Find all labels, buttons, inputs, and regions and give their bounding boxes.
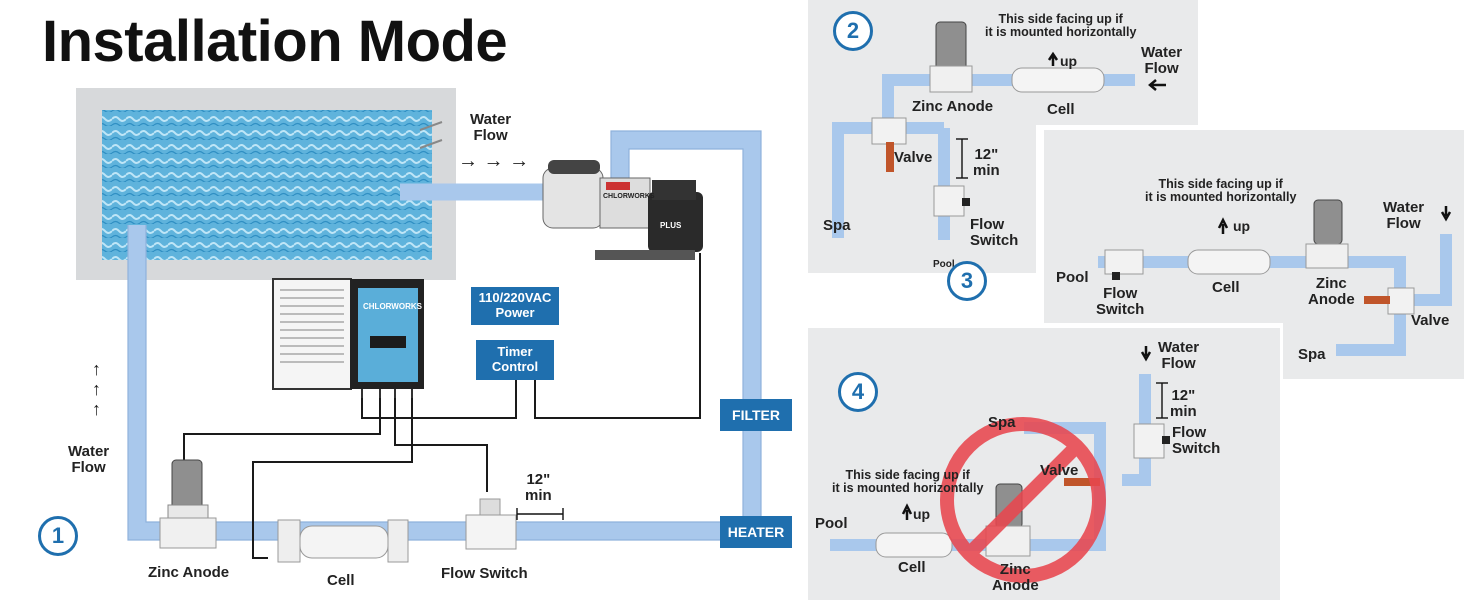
- power-box: 110/220VAC Power: [471, 287, 559, 325]
- panel2-min-spacing-label: 12" min: [973, 146, 1000, 179]
- panel3-up-label: up: [1233, 218, 1251, 234]
- panel4-pool-label: Pool: [815, 515, 848, 532]
- flow-switch-label-main: Flow Switch: [441, 565, 528, 582]
- water-flow-top-label: Water Flow: [470, 111, 512, 144]
- panel2-valve-label: Valve: [894, 149, 933, 166]
- panel2-water-flow-label: Water Flow: [1141, 44, 1183, 77]
- panel4-orientation-note: This side facing up if it is mounted hor…: [832, 468, 984, 496]
- min-spacing-label-main: 12" min: [525, 471, 552, 504]
- cell-label-main: Cell: [327, 572, 355, 589]
- panel3-flow-switch-label: Flow Switch: [1096, 285, 1145, 318]
- panel4-valve-label: Valve: [1040, 462, 1079, 479]
- panel2-zinc-anode-label: Zinc Anode: [912, 98, 994, 115]
- water-flow-left-label: Water Flow: [68, 443, 110, 476]
- step-4-badge: 4: [838, 372, 878, 412]
- panel3-components: [1104, 199, 1452, 315]
- water-flow-arrows-up: ↑ ↑ ↑: [92, 359, 101, 419]
- pump-image: [542, 160, 703, 260]
- panel-2: [808, 0, 1198, 125]
- min-dimension-main: [516, 508, 564, 520]
- pump-brand: CHLORWORKS: [603, 193, 655, 200]
- prohibited-sign: [940, 417, 1106, 583]
- wiring: [183, 253, 701, 559]
- panel4-cell-label: Cell: [898, 559, 926, 576]
- panel-2-lower: [808, 125, 1036, 273]
- panel3-orientation-note: This side facing up if it is mounted hor…: [1145, 177, 1297, 205]
- panel4-spa-label: Spa: [988, 414, 1016, 431]
- page-title: Installation Mode: [42, 9, 508, 74]
- panel-4-right: [1280, 379, 1464, 600]
- cell-main: [277, 519, 409, 563]
- flow-switch-main: [465, 498, 517, 550]
- controller-image: [272, 278, 424, 398]
- panel3-spa-label: Spa: [1298, 346, 1326, 363]
- panel4-flow-switch-label: Flow Switch: [1172, 424, 1221, 457]
- zinc-anode-label-main: Zinc Anode: [148, 564, 230, 581]
- panel3-water-flow-label: Water Flow: [1383, 199, 1425, 232]
- filter-label: FILTER: [720, 399, 792, 431]
- main-pipe-loop: [128, 131, 761, 540]
- panel3-zinc-anode-label: Zinc Anode: [1308, 275, 1355, 308]
- step-2-badge: 2: [833, 11, 873, 51]
- panel2-pool-label: Pool: [933, 259, 955, 270]
- panel3-pool-label: Pool: [1056, 269, 1089, 286]
- heater-label: HEATER: [720, 516, 792, 548]
- panel3-valve-label: Valve: [1411, 312, 1450, 329]
- panel2-flow-switch-label: Flow Switch: [970, 216, 1019, 249]
- zinc-anode-main: [159, 459, 217, 549]
- main-pipe-edges: [127, 130, 762, 541]
- panel3-cell-label: Cell: [1212, 279, 1240, 296]
- panel4-components: [875, 346, 1170, 558]
- panel2-up-label: up: [1060, 53, 1078, 69]
- step-1-badge: 1: [38, 516, 78, 556]
- timer-control-box: Timer Control: [476, 340, 554, 380]
- panel2-components: [871, 21, 1166, 217]
- panel4-up-label: up: [913, 506, 931, 522]
- panel4-zinc-anode-label: Zinc Anode: [992, 561, 1039, 594]
- pump-model: PLUS: [660, 221, 682, 230]
- panel4-min-spacing-label: 12" min: [1170, 387, 1197, 420]
- panel2-orientation-note: This side facing up if it is mounted hor…: [985, 12, 1137, 40]
- controller-brand: CHLORWORKS: [363, 302, 422, 311]
- water-flow-arrows-right: → → →: [458, 150, 530, 172]
- step-3-badge: 3: [947, 261, 987, 301]
- panel2-cell-label: Cell: [1047, 101, 1075, 118]
- panel4-water-flow-label: Water Flow: [1158, 339, 1200, 372]
- panel2-spa-label: Spa: [823, 217, 851, 234]
